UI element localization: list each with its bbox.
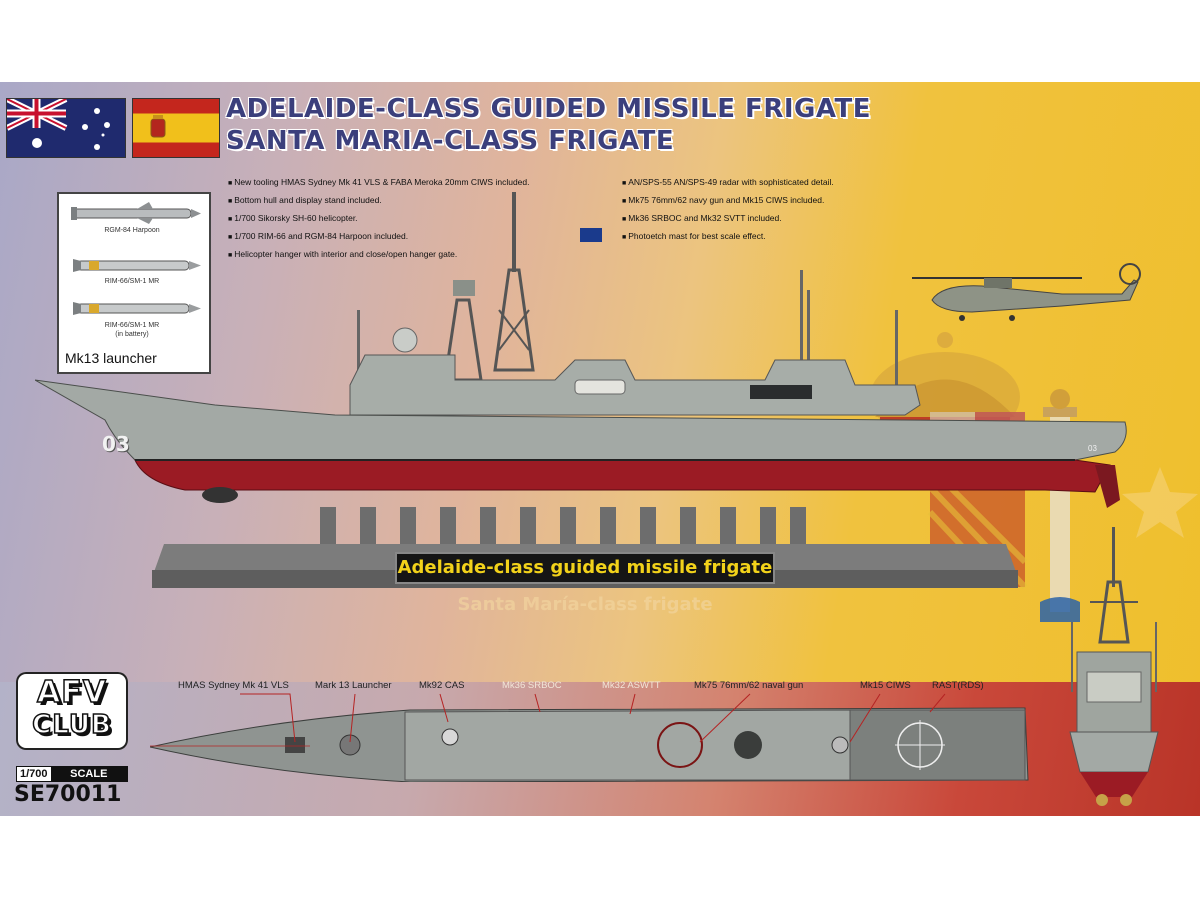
feature-item: 1/700 Sikorsky SH-60 helicopter. bbox=[228, 210, 530, 228]
logo-top-text: AFV bbox=[36, 675, 107, 711]
scale-number: 1/700 bbox=[17, 767, 51, 781]
missile-label: RIM-66/SM-1 MR bbox=[104, 278, 160, 285]
ship-top-view bbox=[150, 707, 1029, 782]
harpoon-missile-icon bbox=[71, 202, 201, 224]
missile-label: RGM-84 Harpoon bbox=[104, 227, 160, 234]
callout-mk15: Mk15 CIWS bbox=[860, 680, 911, 691]
feature-item: Mk75 76mm/62 navy gun and Mk15 CIWS incl… bbox=[622, 192, 834, 210]
stand-nameplate: Adelaide-class guided missile frigate bbox=[395, 552, 775, 584]
spain-flag bbox=[132, 98, 220, 158]
callout-mk13: Mark 13 Launcher bbox=[315, 680, 392, 691]
feature-item: Photoetch mast for best scale effect. bbox=[622, 228, 834, 246]
helicopter-image bbox=[912, 263, 1141, 321]
sm1-battery-missile-icon bbox=[73, 302, 201, 315]
nameplate-reflection: Santa María-class frigate bbox=[457, 594, 713, 615]
feature-item: Mk36 SRBOC and Mk32 SVTT included. bbox=[622, 210, 834, 228]
logo-bottom-text: CLUB bbox=[31, 709, 112, 741]
missile-label: RIM-66/SM-1 MR bbox=[104, 322, 160, 329]
callout-mk92: Mk92 CAS bbox=[419, 680, 465, 691]
missile-label-group: RIM-66/SM-1 MR (in battery) bbox=[59, 321, 205, 339]
inset-caption: Mk13 launcher bbox=[65, 350, 157, 366]
missile-note: (in battery) bbox=[115, 331, 149, 338]
features-left: New tooling HMAS Sydney Mk 41 VLS & FABA… bbox=[228, 174, 530, 264]
scale-word: SCALE bbox=[50, 767, 127, 781]
missile-inset: RGM-84 Harpoon RIM-66/SM-1 MR RIM-66/SM-… bbox=[57, 192, 211, 374]
feature-item: Bottom hull and display stand included. bbox=[228, 192, 530, 210]
callout-srboc: Mk36 SRBOC bbox=[502, 680, 562, 691]
feature-item: New tooling HMAS Sydney Mk 41 VLS & FABA… bbox=[228, 174, 529, 192]
stern-number: 03 bbox=[1088, 444, 1097, 453]
ship-side-view bbox=[35, 192, 1127, 508]
star-emblem bbox=[1122, 467, 1198, 538]
features-right: AN/SPS-55 AN/SPS-49 radar with sophistic… bbox=[622, 174, 834, 246]
callout-rast: RAST(RDS) bbox=[932, 680, 984, 691]
feature-item: AN/SPS-55 AN/SPS-49 radar with sophistic… bbox=[622, 174, 834, 192]
callout-aswtt: Mk32 ASWTT bbox=[602, 680, 661, 691]
pillar-emblem bbox=[1040, 389, 1080, 622]
hull-number: 03 bbox=[102, 432, 130, 456]
sm1-missile-icon bbox=[73, 259, 201, 272]
australia-flag bbox=[6, 98, 126, 158]
nameplate-text: Adelaide-class guided missile frigate bbox=[397, 557, 773, 578]
title-line-1: ADELAIDE-CLASS GUIDED MISSILE FRIGATE bbox=[226, 94, 871, 124]
ship-front-view bbox=[1069, 527, 1159, 806]
feature-item: Helicopter hanger with interior and clos… bbox=[228, 246, 530, 264]
afv-club-logo: AFV CLUB bbox=[16, 672, 128, 750]
scale-badge: 1/700 SCALE bbox=[16, 766, 128, 782]
product-code: SE70011 bbox=[14, 782, 122, 807]
box-art: ADELAIDE-CLASS GUIDED MISSILE FRIGATE SA… bbox=[0, 82, 1200, 816]
title-line-2: SANTA MARIA-CLASS FRIGATE bbox=[226, 126, 675, 156]
callout-mk75: Mk75 76mm/62 naval gun bbox=[694, 680, 804, 691]
callout-leader-lines bbox=[240, 693, 946, 743]
callout-vls: HMAS Sydney Mk 41 VLS bbox=[178, 680, 289, 691]
feature-item: 1/700 RIM-66 and RGM-84 Harpoon included… bbox=[228, 228, 530, 246]
